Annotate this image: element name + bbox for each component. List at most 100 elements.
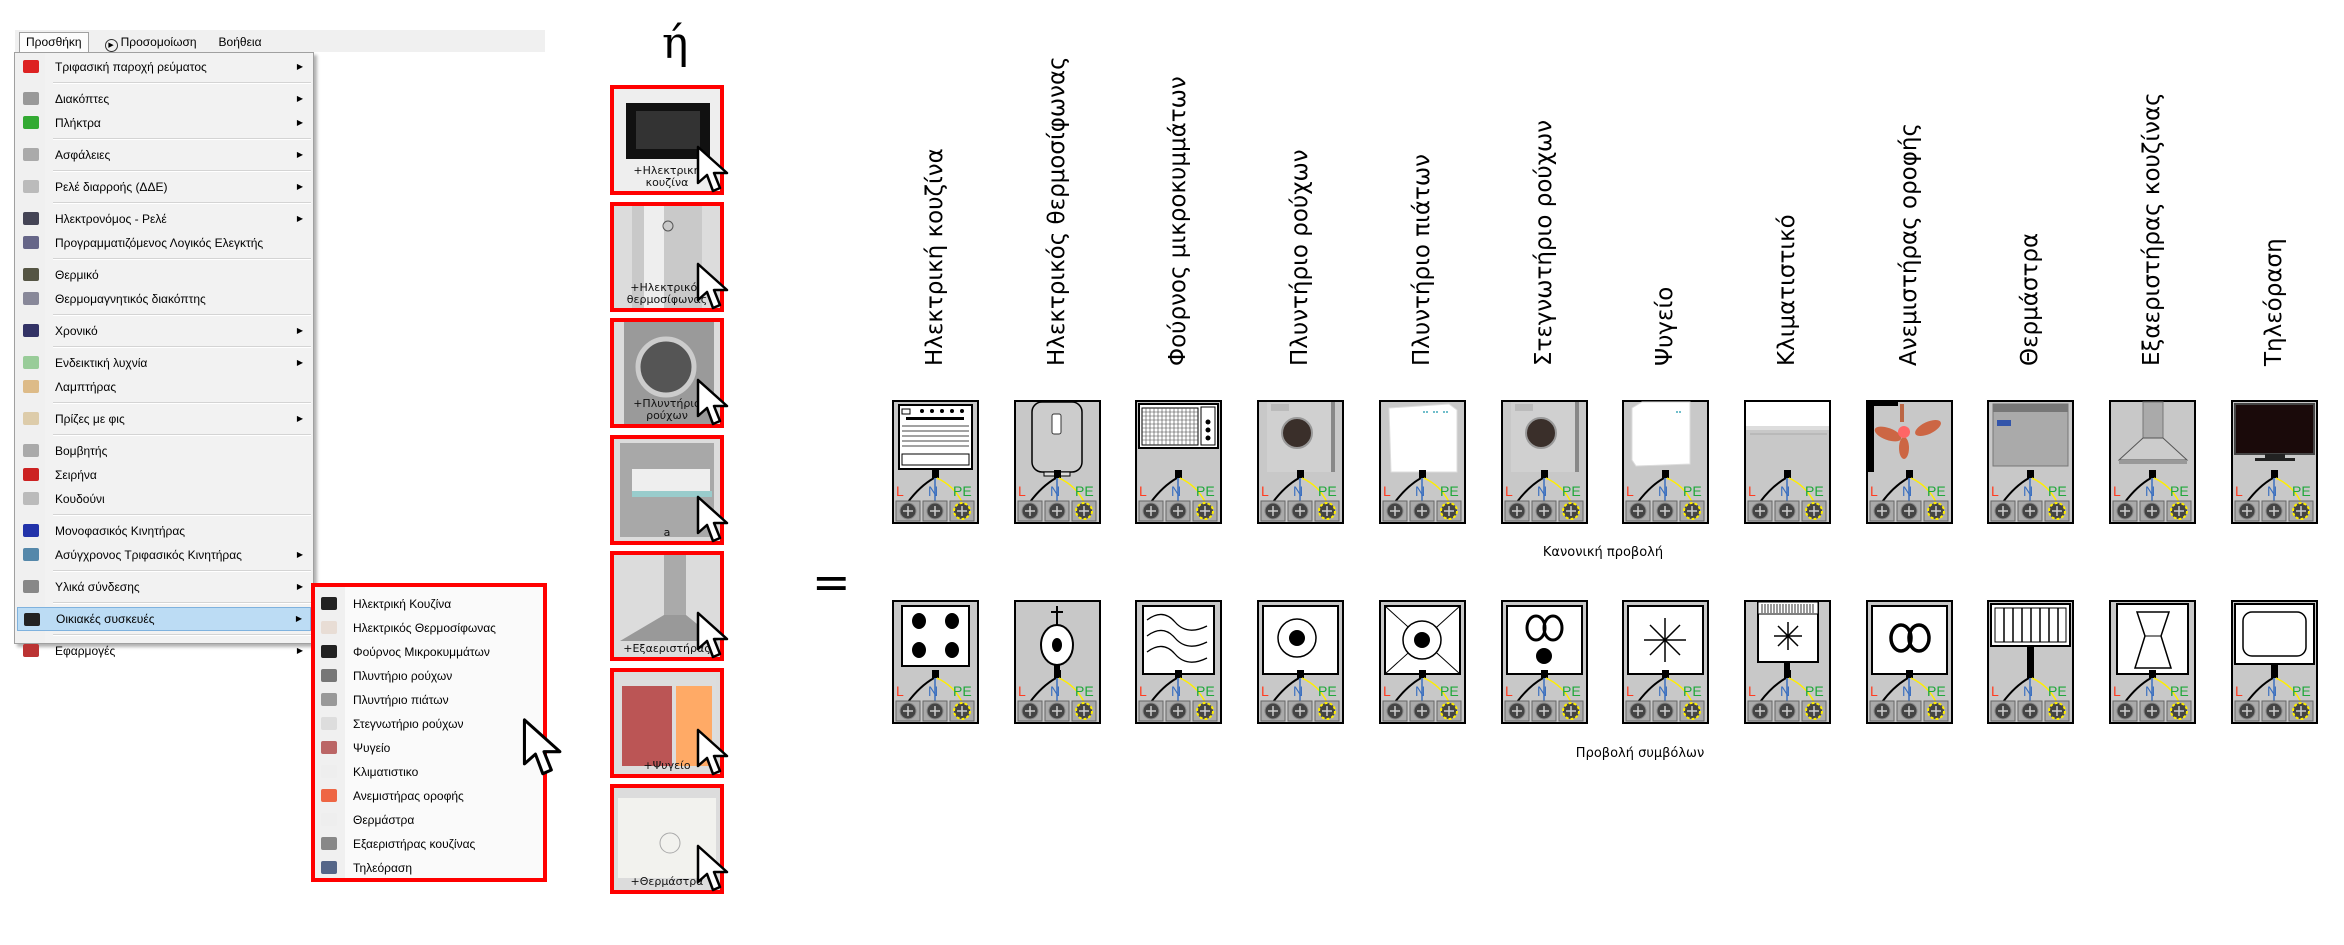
menu-item[interactable]: Ενδεικτική λυχνία ▶ <box>17 351 311 375</box>
submenu-item[interactable]: Πλυντήριο πιάτων <box>317 688 541 712</box>
menubar-item-label: Προσθήκη <box>26 35 82 49</box>
menu-item[interactable]: Ηλεκτρονόμος - Ρελέ▶ <box>17 207 311 231</box>
appliance-icon <box>321 645 337 658</box>
menubar-item-1[interactable]: ▶Προσομοίωση <box>99 32 203 52</box>
terminal-label-l: L <box>1626 683 1634 699</box>
menu-item-icon <box>23 468 39 481</box>
submenu-item[interactable]: Ανεμιστήρας οροφής <box>317 784 541 808</box>
submenu-arrow-icon: ▶ <box>296 358 303 367</box>
menu-item-label: Μονοφασικός Κινητήρας <box>55 524 186 538</box>
submenu-item[interactable]: Θερμάστρα <box>317 808 541 832</box>
submenu-item[interactable]: Εξαεριστήρας κουζίνας <box>317 832 541 856</box>
device-label-text: Ηλεκτρική κουζίνα <box>922 148 948 366</box>
submenu-arrow-icon: ▶ <box>295 614 302 623</box>
submenu-arrow-icon: ▶ <box>296 118 303 127</box>
terminal-label-l: L <box>1261 683 1269 699</box>
terminal-label-n: N <box>1537 683 1547 699</box>
submenu-item[interactable]: Στεγνωτήριο ρούχων <box>317 712 541 736</box>
appliance-icon <box>321 621 337 634</box>
submenu-item[interactable]: Πλυντήριο ρούχων <box>317 664 541 688</box>
add-boiler-button[interactable]: +Ηλεκτρικός θερμοσίφωνας <box>610 201 724 312</box>
menu-item-label: Πλήκτρα <box>55 116 101 130</box>
menu-item[interactable]: Ασφάλειες▶ <box>17 143 311 167</box>
menu-item[interactable]: Ασύγχρονος Τριφασικός Κινητήρας▶ <box>17 543 311 567</box>
menu-item[interactable]: Διακόπτες▶ <box>17 87 311 111</box>
submenu-item[interactable]: Ηλεκτρικός Θερμοσίφωνας <box>317 616 541 640</box>
menu-separator <box>53 314 311 316</box>
terminal-label-pe: PE <box>1927 683 1946 699</box>
menubar-item-2[interactable]: Βοήθεια <box>213 32 268 52</box>
add-stove-button[interactable]: +Ηλεκτρική κουζίνα <box>610 85 724 195</box>
device-label-text: Φούρνος μικροκυμμάτων <box>1165 76 1192 366</box>
menu-item[interactable]: Μονοφασικός Κινητήρας <box>17 519 311 543</box>
menu-item[interactable]: Θερμομαγνητικός διακόπτης <box>17 287 311 311</box>
menu-item-label: Ενδεικτική λυχνία <box>55 356 148 370</box>
add-menu-dropdown: Τριφασική παροχή ρεύματος▶Διακόπτες▶Πλήκ… <box>14 52 314 658</box>
menu-item-icon <box>23 356 39 369</box>
menu-item[interactable]: Σειρήνα <box>17 463 311 487</box>
submenu-item[interactable]: Φούρνος Μικροκυμμάτων <box>317 640 541 664</box>
menu-item[interactable]: Πρίζες με φις▶ <box>17 407 311 431</box>
device-label-text: Ηλεκτρικός θερμοσίφωνας <box>1043 56 1070 366</box>
submenu-item[interactable]: Τηλεόραση <box>317 856 541 880</box>
menu-item[interactable]: Υλικά σύνδεσης▶ <box>17 575 311 599</box>
submenu-item[interactable]: Ψυγείο <box>317 736 541 760</box>
menu-item[interactable]: Βομβητής <box>17 439 311 463</box>
terminal-label-l: L <box>896 683 904 699</box>
menu-item[interactable]: Τριφασική παροχή ρεύματος▶ <box>17 55 311 79</box>
terminal-label-pe: PE <box>2048 483 2067 499</box>
menu-item[interactable]: Κουδούνι <box>17 487 311 511</box>
menu-item[interactable]: Πλήκτρα ▶ <box>17 111 311 135</box>
photo-button-label: +Ηλεκτρικός θερμοσίφωνας <box>626 280 708 306</box>
submenu-item-label: Πλυντήριο πιάτων <box>353 693 449 707</box>
menu-separator <box>53 634 311 636</box>
terminal-label-n: N <box>1050 683 1060 699</box>
menu-item[interactable]: Εφαρμογές▶ <box>17 639 311 663</box>
photo-button-label: +Ηλεκτρική κουζίνα <box>633 164 701 189</box>
add-dishwasher-button[interactable]: a <box>610 434 724 545</box>
menu-item[interactable]: Θερμικό <box>17 263 311 287</box>
terminal-label-l: L <box>1261 483 1269 499</box>
menu-item[interactable]: Οικιακές συσκευές▶ <box>17 607 311 631</box>
submenu-item[interactable]: Κλιματιστικο <box>317 760 541 784</box>
menu-item[interactable]: Προγραμματιζόμενος Λογικός Ελεγκτής <box>17 231 311 255</box>
menu-bar: Προσθήκη ▶Προσομοίωση Βοήθεια <box>15 30 545 52</box>
appliance-icon <box>321 693 337 706</box>
menu-item[interactable]: Ρελέ διαρροής (ΔΔΕ)▶ <box>17 175 311 199</box>
terminal-label-l: L <box>1870 483 1878 499</box>
menu-item-label: Ηλεκτρονόμος - Ρελέ <box>55 212 167 226</box>
terminal-label-l: L <box>1383 483 1391 499</box>
menu-item[interactable]: Λαμπτήρας <box>17 375 311 399</box>
menu-item[interactable]: Χρονικό▶ <box>17 319 311 343</box>
submenu-item[interactable]: Ηλεκτρική Κουζίνα <box>317 592 541 616</box>
terminal-label-pe: PE <box>2170 483 2189 499</box>
submenu-item-label: Ψυγείο <box>353 741 391 755</box>
terminal-label-l: L <box>1018 483 1026 499</box>
menu-item-icon <box>23 380 39 393</box>
menubar-item-0[interactable]: Προσθήκη <box>19 32 89 52</box>
